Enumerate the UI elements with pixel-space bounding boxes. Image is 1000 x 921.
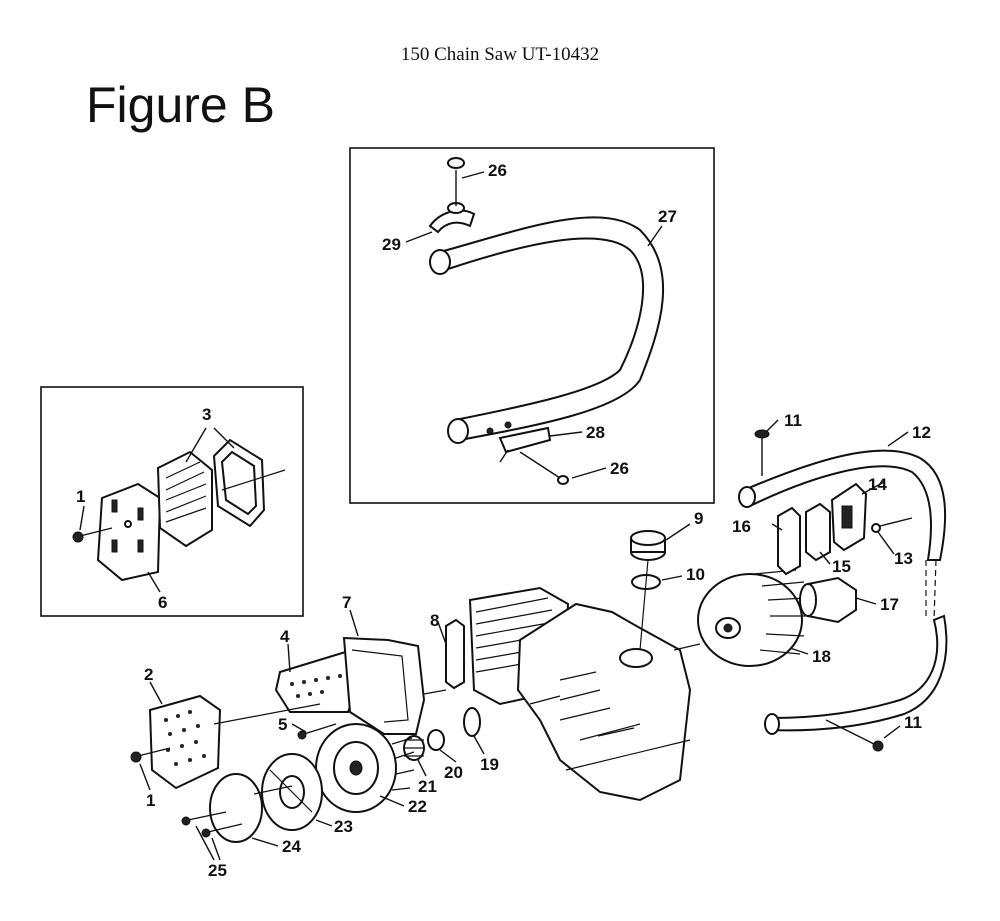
callout-8: 8: [430, 611, 439, 630]
callout-27: 27: [658, 207, 677, 226]
callout-12: 12: [912, 423, 931, 442]
air-filter-cover: [148, 694, 222, 790]
clutch-screws: [181, 811, 243, 838]
figure-label: Figure B: [86, 77, 275, 133]
inset-box-filter: [40, 386, 304, 617]
callout-11-top: 11: [784, 411, 802, 430]
callout-20: 20: [444, 763, 463, 782]
callout-19: 19: [480, 755, 499, 774]
leader-lines: [79, 171, 909, 861]
ignition-screw: [871, 517, 913, 533]
filter-bracket: [274, 648, 362, 713]
callout-22: 22: [408, 797, 427, 816]
crankcase: [516, 602, 692, 802]
callout-28: 28: [586, 423, 605, 442]
cover-screw: [130, 747, 171, 763]
callout-29: 29: [382, 235, 401, 254]
handlebar-clamp: [428, 157, 476, 234]
handle-screw-top: [754, 429, 770, 476]
callout-1-cover-screw: 1: [146, 791, 155, 810]
filter-gasket: [212, 438, 266, 528]
flywheel: [697, 569, 807, 667]
callout-26-bottom: 26: [610, 459, 629, 478]
callout-5: 5: [278, 715, 287, 734]
intake-gasket: [445, 618, 465, 690]
callout-7: 7: [342, 593, 351, 612]
callout-10: 10: [686, 565, 705, 584]
callout-15: 15: [832, 557, 851, 576]
callout-21: 21: [418, 777, 437, 796]
bearing: [427, 729, 445, 751]
handlebar-tube: [429, 216, 665, 444]
inset-box-handlebar: [349, 147, 715, 504]
callout-18: 18: [812, 647, 831, 666]
ignition-plate: [777, 506, 801, 576]
clutch-drum: [315, 723, 415, 813]
clutch-cover-plate: [209, 773, 293, 843]
callout-2: 2: [144, 665, 153, 684]
callout-6: 6: [158, 593, 167, 612]
rear-handle: [738, 449, 948, 735]
document-title: 150 Chain Saw UT-10432: [400, 44, 600, 65]
callout-13: 13: [894, 549, 913, 568]
callout-17: 17: [880, 595, 899, 614]
handlebar-bracket: [498, 426, 569, 485]
callout-23: 23: [334, 817, 353, 836]
starter-pulley: [799, 576, 857, 624]
filter-cover: [96, 482, 162, 582]
ignition-coil: [830, 482, 868, 552]
filter-screw: [72, 527, 113, 543]
callout-24: 24: [282, 837, 301, 856]
callout-11-bottom: 11: [904, 713, 922, 732]
oil-cap: [630, 530, 666, 561]
callout-9: 9: [694, 509, 703, 528]
callout-16: 16: [732, 517, 751, 536]
callout-4: 4: [280, 627, 290, 646]
washer: [463, 707, 481, 737]
handle-screw-bottom: [825, 719, 884, 752]
callout-3: 3: [202, 405, 211, 424]
ignition-gasket: [805, 502, 831, 562]
filter-element: [156, 450, 213, 548]
clutch-shoes: [261, 753, 323, 831]
callout-1-filter-screw: 1: [76, 487, 85, 506]
carburetor-cover: [342, 636, 426, 735]
callout-14: 14: [868, 475, 887, 494]
bracket-screw: [297, 723, 337, 740]
callout-25: 25: [208, 861, 227, 880]
callout-26-top: 26: [488, 161, 507, 180]
